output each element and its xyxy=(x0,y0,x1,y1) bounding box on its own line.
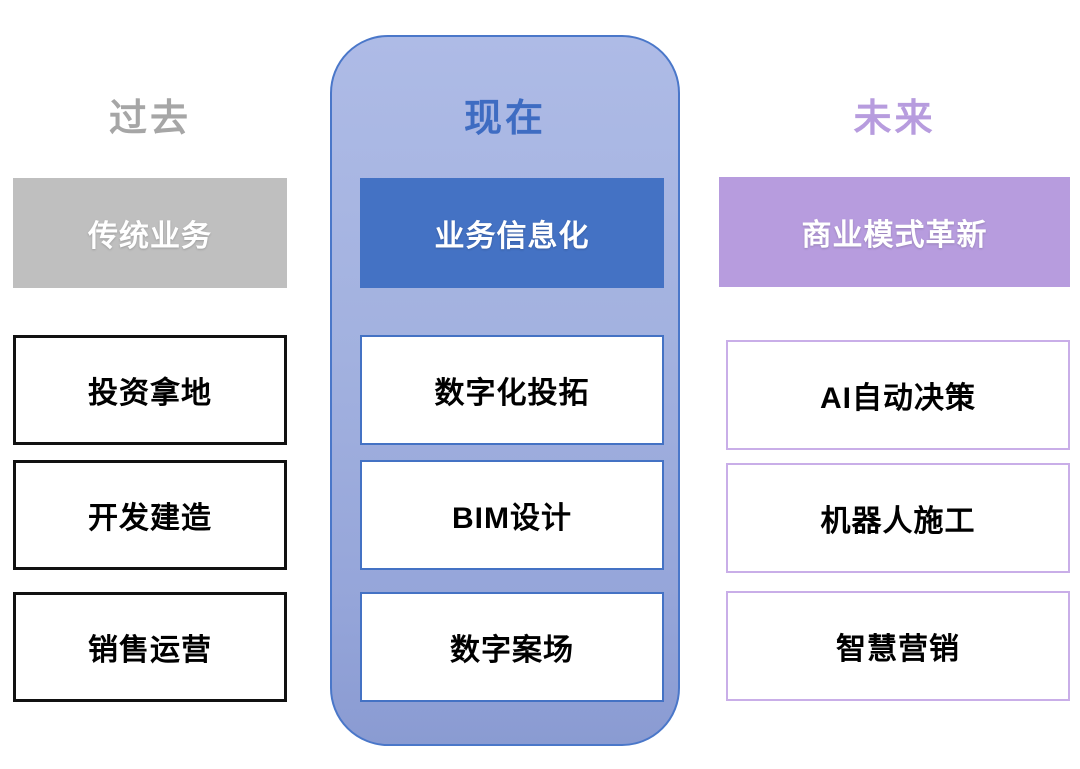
item-box-ai-auto-decision: AI自动决策 xyxy=(726,340,1070,450)
column-title-future: 未来 xyxy=(853,98,936,140)
header-box-traditional-business: 传统业务 xyxy=(13,178,287,288)
item-box-robot-construction: 机器人施工 xyxy=(726,463,1070,573)
item-box-digital-sales-site: 数字案场 xyxy=(360,592,664,702)
item-box-digital-investment-expansion: 数字化投拓 xyxy=(360,335,664,445)
item-box-development-construction: 开发建造 xyxy=(13,460,287,570)
column-title-present: 现在 xyxy=(463,98,546,140)
item-box-smart-marketing: 智慧营销 xyxy=(726,591,1070,701)
item-box-bim-design: BIM设计 xyxy=(360,460,664,570)
header-box-business-informatization: 业务信息化 xyxy=(360,178,664,288)
header-box-business-model-innovation: 商业模式革新 xyxy=(719,177,1070,287)
column-title-past: 过去 xyxy=(108,98,191,140)
item-box-investment-land: 投资拿地 xyxy=(13,335,287,445)
item-box-sales-operation: 销售运营 xyxy=(13,592,287,702)
